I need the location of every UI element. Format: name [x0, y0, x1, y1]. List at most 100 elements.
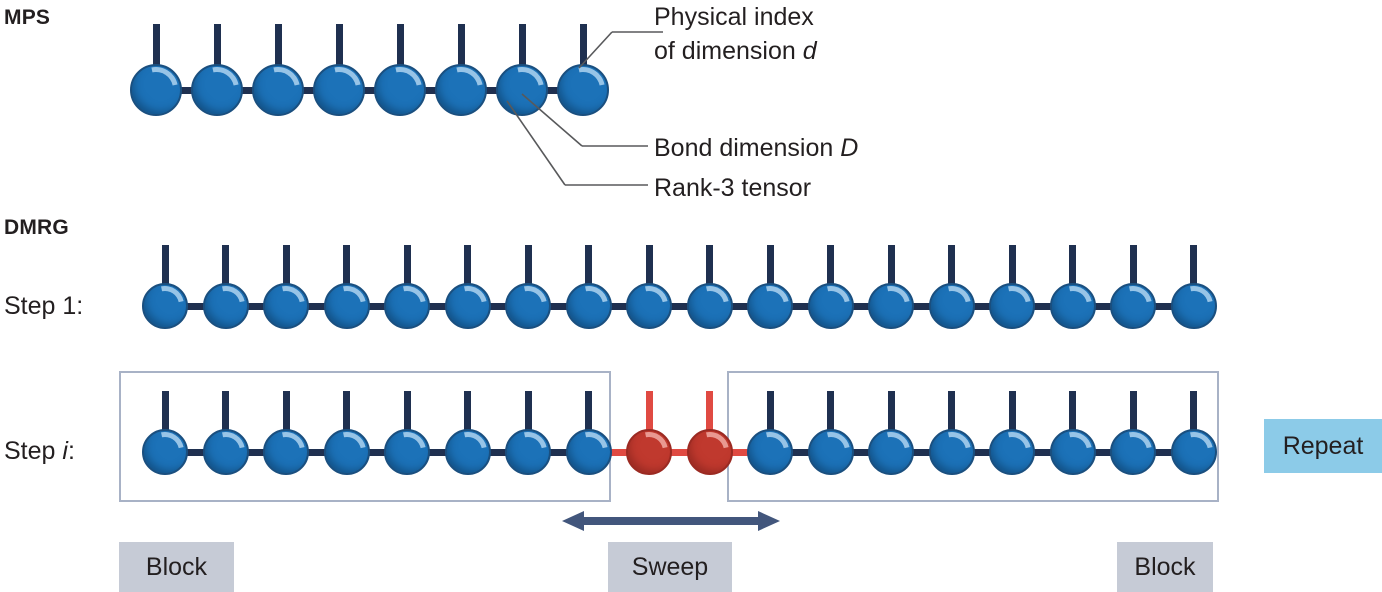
tensor-bond — [286, 302, 347, 310]
physical-index-leg — [343, 391, 350, 433]
physical-index-leg — [887, 391, 895, 433]
tensor-bond — [588, 448, 649, 456]
tensor-bond — [951, 302, 1012, 310]
tensor-bond — [770, 302, 831, 310]
tensor-bond — [467, 448, 528, 456]
physical-index-leg — [1069, 391, 1076, 433]
badge-block-right: Block — [1117, 542, 1213, 592]
tensor-bond — [407, 448, 468, 456]
tensor-node — [1106, 278, 1160, 332]
node-highlight — [562, 278, 615, 332]
tensor-node — [501, 278, 555, 332]
annotation-physical-index-line2: of dimension d — [654, 37, 817, 65]
physical-index-leg — [827, 391, 834, 433]
physical-index-leg — [1190, 391, 1197, 433]
physical-index-leg — [213, 24, 221, 66]
tensor-node — [199, 278, 252, 332]
node-highlight — [138, 278, 192, 332]
physical-index-leg — [706, 245, 713, 287]
node-highlight — [125, 58, 187, 120]
physical-index-leader-line — [578, 31, 663, 69]
tensor-bond — [891, 302, 952, 310]
annotation-physical-index: Physical index of dimension d — [654, 0, 817, 68]
tensor-node — [441, 424, 494, 478]
physical-index-leg — [1129, 391, 1137, 433]
tensor-node — [501, 424, 555, 478]
physical-index-leg — [827, 245, 834, 287]
bond-dimension-leader-line — [521, 93, 648, 147]
tensor-bond — [467, 302, 528, 310]
node-highlight — [622, 424, 676, 478]
physical-index-leg — [222, 391, 229, 433]
tensor-bond — [407, 302, 468, 310]
step-1-label: Step 1: — [4, 292, 84, 320]
tensor-node — [430, 58, 492, 120]
tensor-node — [864, 278, 918, 332]
tensor-bond — [1072, 302, 1133, 310]
tensor-node — [491, 58, 553, 120]
physical-index-leg — [948, 245, 955, 287]
physical-index-leg — [524, 391, 532, 433]
tensor-node — [186, 58, 248, 120]
physical-index-leg — [766, 391, 774, 433]
badge-block-left: Block — [119, 542, 234, 592]
physical-index-leg — [518, 24, 526, 66]
tensor-bond — [1133, 302, 1194, 310]
physical-index-leg — [645, 245, 653, 287]
node-highlight — [441, 278, 494, 332]
node-highlight — [259, 278, 313, 332]
active-site-tensor-node — [683, 424, 736, 478]
node-highlight — [199, 278, 252, 332]
left-block-rectangle — [119, 371, 611, 502]
tensor-bond — [1012, 448, 1073, 456]
tensor-bond — [830, 448, 891, 456]
tensor-node — [247, 58, 309, 120]
tensor-node — [1167, 424, 1220, 478]
tensor-bond — [649, 302, 710, 310]
node-highlight — [985, 278, 1039, 332]
tensor-bond — [225, 302, 286, 310]
physical-index-leg — [403, 391, 411, 433]
tensor-node — [925, 278, 978, 332]
tensor-node — [562, 278, 615, 332]
tensor-bond — [165, 302, 226, 310]
node-highlight — [1046, 278, 1099, 332]
node-highlight — [369, 58, 431, 120]
tensor-node — [308, 58, 370, 120]
tensor-bond — [770, 448, 831, 456]
active-site-tensor-node — [622, 424, 676, 478]
annotation-bond-dimension: Bond dimension D — [654, 134, 859, 162]
tensor-bond — [225, 448, 286, 456]
tensor-node — [622, 278, 676, 332]
node-highlight — [683, 278, 736, 332]
node-highlight — [320, 278, 373, 332]
tensor-node — [138, 278, 192, 332]
sweep-arrow — [562, 511, 780, 531]
tensor-node — [1046, 424, 1099, 478]
tensor-bond — [165, 448, 226, 456]
tensor-node — [562, 424, 615, 478]
physical-index-leg — [579, 24, 587, 66]
tensor-bond — [891, 448, 952, 456]
tensor-node — [380, 278, 434, 332]
tensor-bond — [709, 448, 770, 456]
physical-index-leg — [335, 24, 343, 66]
step-i-label: Step i: — [4, 437, 75, 465]
physical-index-leg — [464, 245, 471, 287]
tensor-node — [125, 58, 187, 120]
tensor-node — [199, 424, 252, 478]
tensor-node — [804, 424, 857, 478]
mps-heading: MPS — [4, 6, 51, 29]
node-highlight — [622, 278, 676, 332]
right-block-rectangle — [727, 371, 1219, 502]
physical-index-leg — [1008, 391, 1016, 433]
node-highlight — [1167, 278, 1220, 332]
tensor-bond — [217, 86, 278, 94]
physical-index-leg — [396, 24, 404, 66]
physical-index-leg — [282, 245, 290, 287]
physical-index-leg — [343, 245, 350, 287]
tensor-node — [380, 424, 434, 478]
physical-index-leg — [457, 24, 465, 66]
tensor-bond — [1072, 448, 1133, 456]
tensor-node — [1167, 278, 1220, 332]
